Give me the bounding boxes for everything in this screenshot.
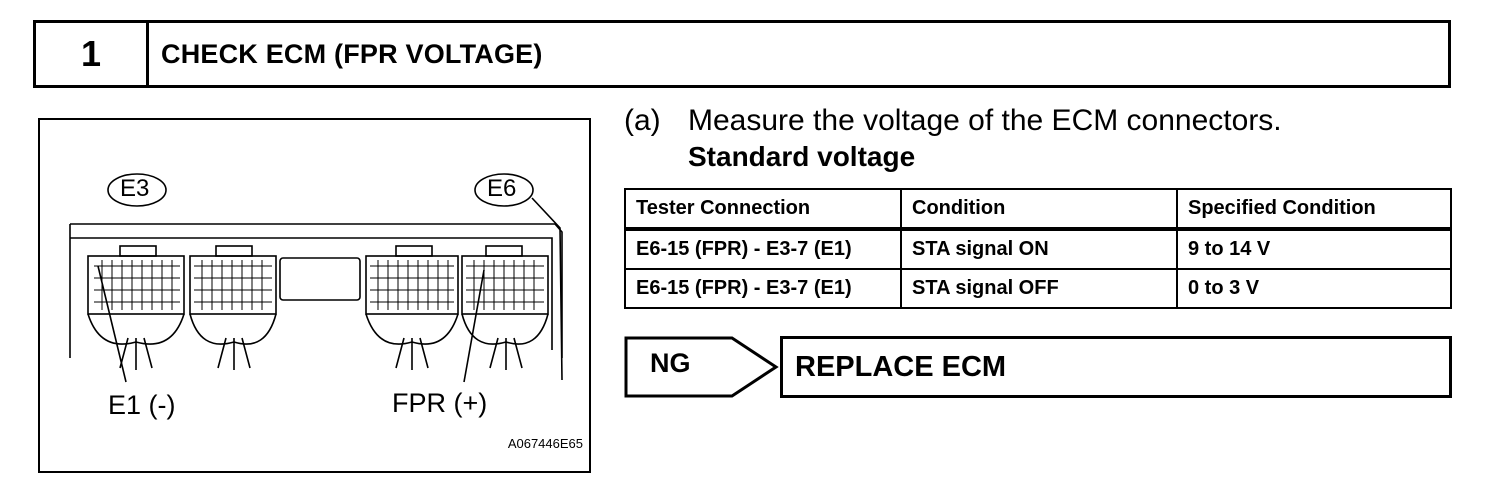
e1-terminal-label: E1 (-): [108, 390, 176, 420]
connector-e6-label: E6: [487, 175, 517, 202]
figure-id: A067446E65: [507, 436, 583, 451]
table-header: Tester Connection: [624, 188, 902, 231]
table-cell: E6-15 (FPR) - E3-7 (E1): [624, 228, 902, 270]
table-row: E6-15 (FPR) - E3-7 (E1) STA signal OFF 0…: [624, 268, 1452, 309]
instruction-index: (a): [624, 104, 661, 137]
spec-table: Tester Connection Condition Specified Co…: [624, 188, 1452, 309]
step-title: CHECK ECM (FPR VOLTAGE): [161, 38, 543, 69]
table-cell: STA signal OFF: [900, 268, 1178, 309]
standard-heading: Standard voltage: [688, 141, 916, 172]
fpr-terminal-label: FPR (+): [392, 388, 488, 418]
step-number: 1: [36, 23, 149, 85]
connector-e3-label: E3: [120, 175, 150, 202]
table-header: Condition: [900, 188, 1178, 231]
table-cell: 0 to 3 V: [1176, 268, 1452, 309]
table-cell: 9 to 14 V: [1176, 228, 1452, 270]
ecm-connector-diagram: E3 E6 E1 (-) FPR (+) A067446E65: [38, 118, 591, 473]
instruction: (a) Measure the voltage of the ECM connec…: [624, 104, 1282, 172]
ng-arrow-icon: [624, 336, 779, 398]
table-row: E6-15 (FPR) - E3-7 (E1) STA signal ON 9 …: [624, 228, 1452, 270]
table-cell: STA signal ON: [900, 228, 1178, 270]
instruction-text: Measure the voltage of the ECM connector…: [688, 104, 1282, 137]
ecm-connector-drawing: [69, 173, 563, 383]
replace-ecm-action: REPLACE ECM: [780, 336, 1452, 398]
table-header-row: Tester Connection Condition Specified Co…: [624, 188, 1452, 231]
table-cell: E6-15 (FPR) - E3-7 (E1): [624, 268, 902, 309]
step-header: 1 CHECK ECM (FPR VOLTAGE): [33, 20, 1451, 88]
table-header: Specified Condition: [1176, 188, 1452, 231]
ng-result: NG REPLACE ECM: [624, 336, 1452, 398]
ng-label: NG: [650, 348, 691, 378]
